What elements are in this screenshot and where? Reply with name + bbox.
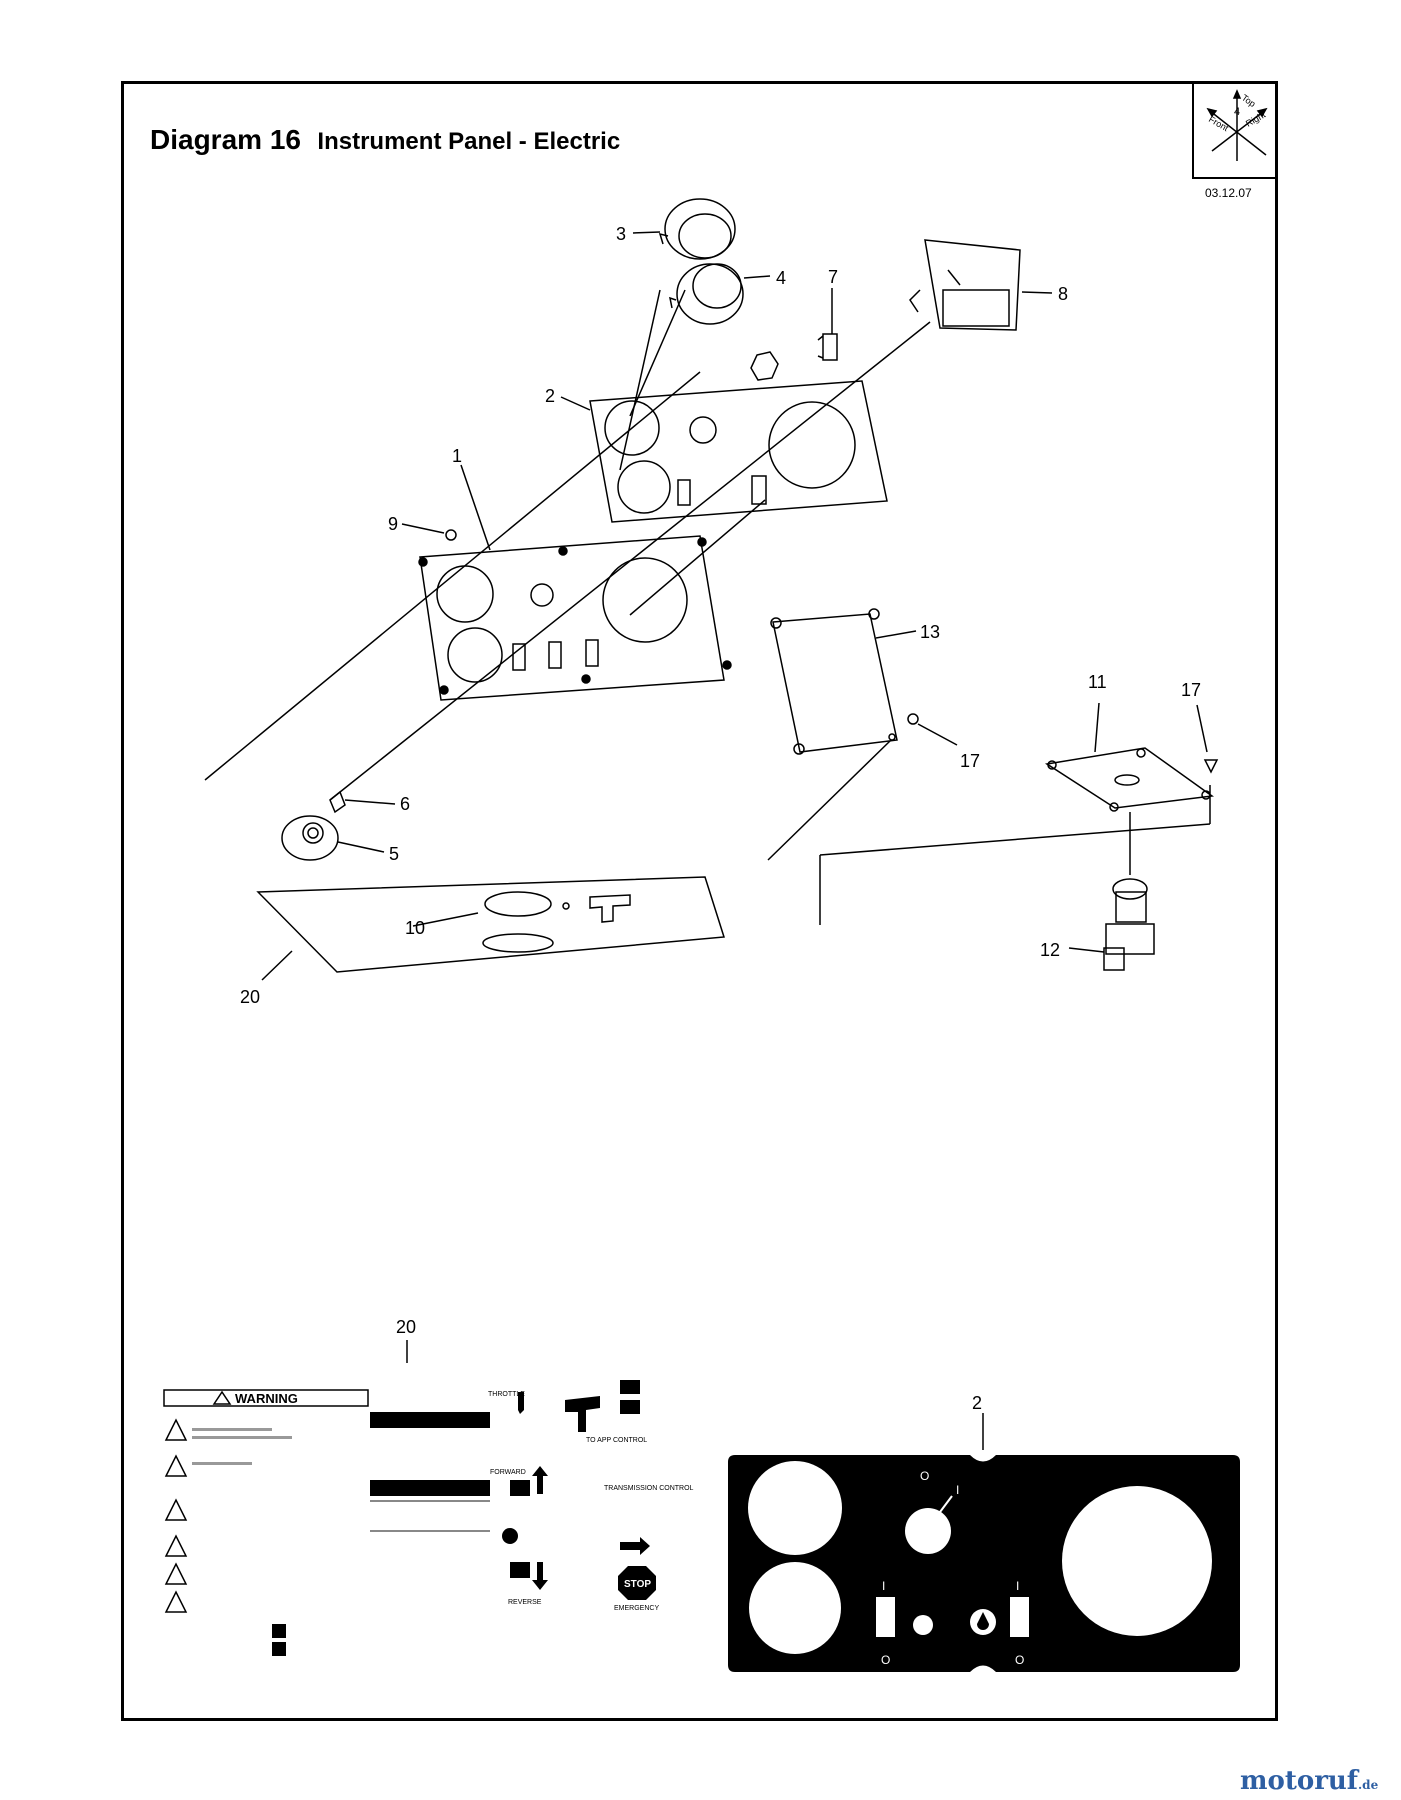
decal-sheet-20 [256, 876, 725, 973]
compass-number: 4 [1234, 106, 1240, 118]
decal-warning-text: WARNING [235, 1391, 298, 1406]
overlay-off-mark: O [920, 1469, 929, 1483]
panel1-slot [548, 641, 562, 669]
panel1-slot [512, 643, 526, 671]
gauge-3 [664, 198, 736, 260]
reverse-arrow-icon [532, 1562, 548, 1590]
decal-transmission-text: TRANSMISSION CONTROL [604, 1485, 694, 1492]
callout-7: 7 [828, 267, 838, 287]
cover-plate-13 [772, 613, 898, 753]
callout-13: 13 [920, 622, 940, 642]
panel2-gauge-hole-upper [604, 400, 660, 456]
callout-2-overlay: 2 [972, 1393, 982, 1413]
decal-reverse-text: REVERSE [508, 1599, 542, 1606]
diagram-title: Instrument Panel - Electric [317, 128, 621, 155]
switch1-on-mark: I [882, 1579, 885, 1593]
overlay-gauge-hole-lower [749, 1562, 841, 1654]
hex-nut [750, 351, 779, 381]
callout-17-bracket: 17 [1181, 680, 1201, 700]
panel1-gauge-hole-lower [447, 627, 503, 683]
hour-meter-8 [924, 239, 1021, 331]
lower-instrument-panel [419, 535, 725, 701]
warning-triangle-icon [212, 1390, 232, 1405]
screw-9 [445, 529, 457, 541]
watermark-brand: motoruf [1240, 1766, 1358, 1796]
switch2-off-mark: O [1015, 1653, 1024, 1667]
hazard-icon [164, 1590, 188, 1613]
pto-handle-icon [565, 1396, 600, 1432]
callout-9: 9 [388, 514, 398, 534]
orientation-compass: Top 4 Front Right [1192, 81, 1278, 179]
decal-pto-text: TO APP CONTROL [586, 1437, 647, 1444]
decal-throttle-text: THROTTLE [488, 1391, 525, 1398]
overlay-switch-slot [876, 1597, 895, 1637]
panel2-switch-hole [689, 416, 717, 444]
callout-12: 12 [1040, 940, 1060, 960]
panel1-gauge-hole-upper [436, 565, 494, 623]
diagram-frame [121, 81, 1278, 1721]
callout-8: 8 [1058, 284, 1068, 304]
callout-2: 2 [545, 386, 555, 406]
callout-20: 20 [240, 987, 260, 1007]
panel2-large-gauge-hole [768, 401, 856, 489]
panel1-switch-hole [530, 583, 554, 607]
hazard-icon [164, 1418, 188, 1441]
throttle-icon [518, 1392, 524, 1414]
overlay-on-mark: I [956, 1483, 959, 1497]
rocker-switch-7 [822, 333, 838, 361]
decal-emergency-text: EMERGENCY [614, 1605, 659, 1612]
ignition-key-6 [329, 790, 346, 814]
watermark-logo: motoruf.de [1240, 1766, 1378, 1796]
upper-instrument-panel [589, 380, 888, 523]
overlay-gauge-hole-upper [748, 1461, 842, 1555]
oil-icon [272, 1642, 286, 1656]
callout-10: 10 [405, 918, 425, 938]
stop-sign-icon [618, 1566, 656, 1600]
panel2-gauge-hole-lower [617, 460, 671, 514]
callout-3: 3 [616, 224, 626, 244]
decal-stop-text: STOP [624, 1579, 651, 1590]
hazard-icon [164, 1534, 188, 1557]
ignition-switch-5 [281, 815, 339, 861]
screw-17-bracket [1203, 759, 1219, 774]
panel1-large-gauge-hole [602, 557, 688, 643]
diagram-number: Diagram 16 [150, 124, 301, 155]
overlay-large-gauge-hole [1062, 1486, 1212, 1636]
callout-1: 1 [452, 446, 462, 466]
date-code: 03.12.07 [1205, 186, 1252, 200]
neutral-icon [502, 1528, 518, 1544]
decal-forward-text: FORWARD [490, 1469, 526, 1476]
overlay-switch-slot [1010, 1597, 1029, 1637]
callout-20-decal: 20 [396, 1317, 416, 1337]
panel2-rocker-switch [751, 475, 767, 505]
fuel-icon [272, 1624, 286, 1638]
emergency-stop-12 [1112, 878, 1148, 900]
callout-6: 6 [400, 794, 410, 814]
panel1-slot [585, 639, 599, 667]
hazard-icon [164, 1562, 188, 1585]
switch2-on-mark: I [1016, 1579, 1019, 1593]
watermark-tld: .de [1358, 1778, 1379, 1792]
light-icon [913, 1615, 933, 1635]
mounting-bracket-11 [1044, 747, 1214, 809]
hazard-icon [164, 1498, 188, 1521]
direction-arrow-icon [620, 1537, 650, 1555]
forward-arrow-icon [532, 1466, 548, 1494]
decal-10 [484, 891, 552, 917]
page-title: Diagram 16 Instrument Panel - Electric [150, 124, 620, 156]
switch1-off-mark: O [881, 1653, 890, 1667]
panel-overlay-2: O I I O I O [728, 1455, 1240, 1672]
decal-sheet-detail: WARNING THROTTLE TO APP CONTROL FORWARD [163, 1380, 694, 1656]
callout-5: 5 [389, 844, 399, 864]
gauge-4 [676, 263, 744, 325]
screw-17 [907, 713, 919, 725]
panel2-slot [677, 479, 691, 506]
callout-4: 4 [776, 268, 786, 288]
callout-17: 17 [960, 751, 980, 771]
overlay-key-switch-hole [905, 1508, 951, 1554]
hazard-icon [164, 1454, 188, 1477]
callout-11: 11 [1088, 672, 1107, 692]
